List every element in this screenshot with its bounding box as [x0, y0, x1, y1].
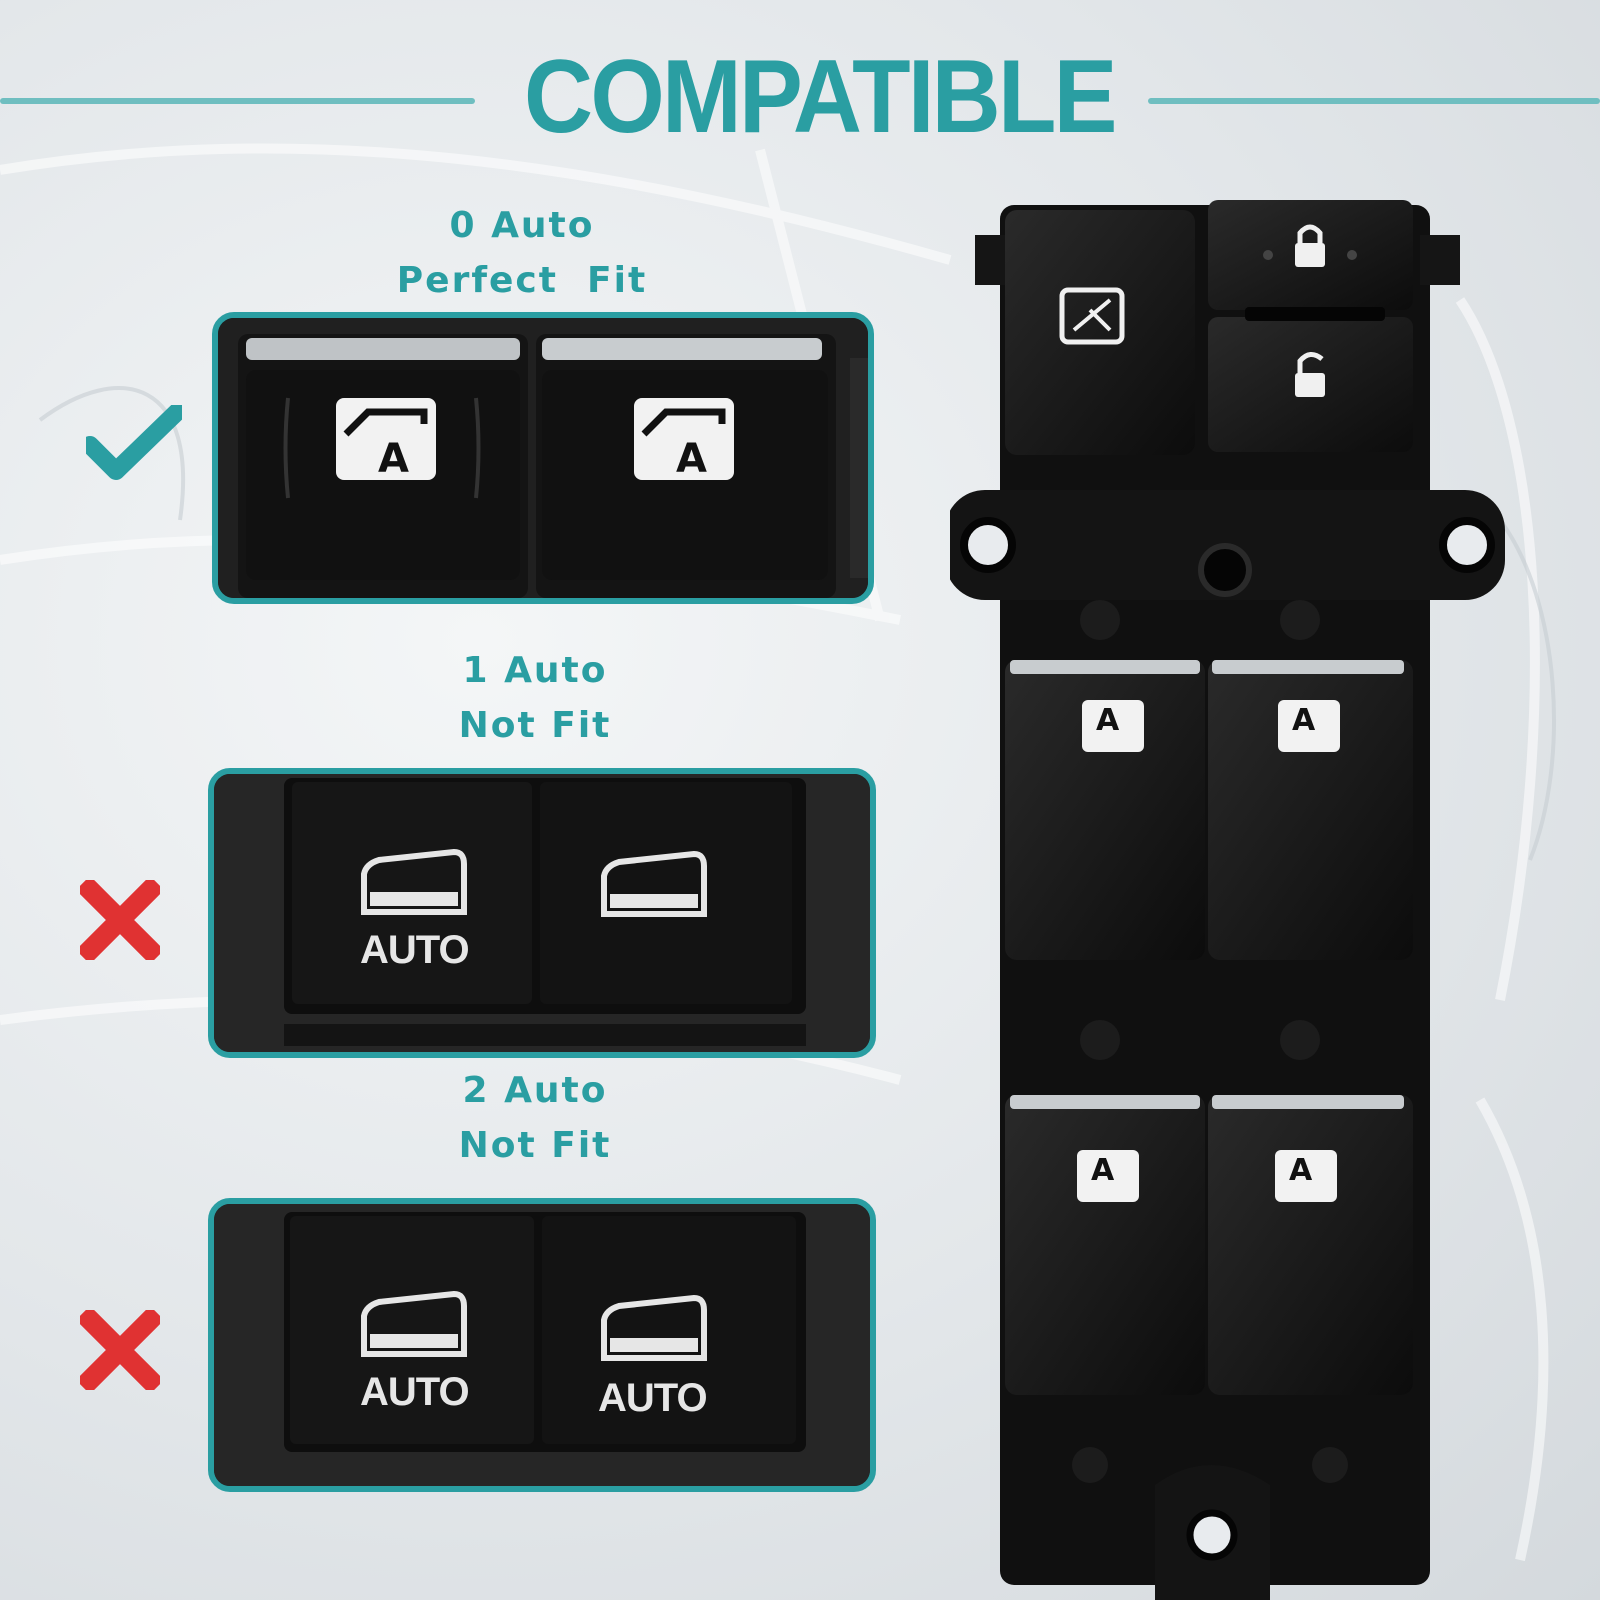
auto-a-glyph: A: [1091, 1153, 1115, 1188]
auto-label-left: AUTO: [360, 928, 470, 972]
option-2-line2: Not Fit: [458, 1125, 612, 1166]
option-1-panel: AUTO: [208, 768, 876, 1058]
auto-label-left: AUTO: [360, 1370, 470, 1414]
lock-icon: [1295, 243, 1325, 267]
checkmark-icon: [86, 405, 182, 480]
window-switch-product: [950, 200, 1505, 1600]
auto-a-glyph: A: [1292, 703, 1316, 738]
option-1-caption: 1 Auto Not Fit: [325, 643, 745, 753]
option-0-line1: 0 Auto: [449, 205, 595, 246]
unlock-icon: [1295, 373, 1325, 397]
option-2-panel: AUTO AUTO: [208, 1198, 876, 1492]
option-0-caption: 0 Auto Perfect Fit: [312, 198, 732, 308]
option-2-caption: 2 Auto Not Fit: [325, 1063, 745, 1173]
auto-a-glyph-right: A: [676, 436, 707, 482]
cross-icon: [80, 1310, 160, 1390]
auto-label-right: AUTO: [598, 1376, 708, 1420]
option-2-line1: 2 Auto: [462, 1070, 608, 1111]
header-rule-left: [0, 98, 475, 104]
option-0-panel: A A: [212, 312, 874, 604]
auto-a-glyph: A: [1096, 703, 1120, 738]
option-1-line1: 1 Auto: [462, 650, 608, 691]
header-rule-right: [1148, 98, 1600, 104]
option-0-line2: Perfect Fit: [396, 260, 648, 301]
auto-a-glyph-left: A: [378, 436, 409, 482]
auto-a-glyph: A: [1289, 1153, 1313, 1188]
cross-icon: [80, 880, 160, 960]
option-1-line2: Not Fit: [458, 705, 612, 746]
page-title: COMPATIBLE: [524, 39, 1117, 155]
